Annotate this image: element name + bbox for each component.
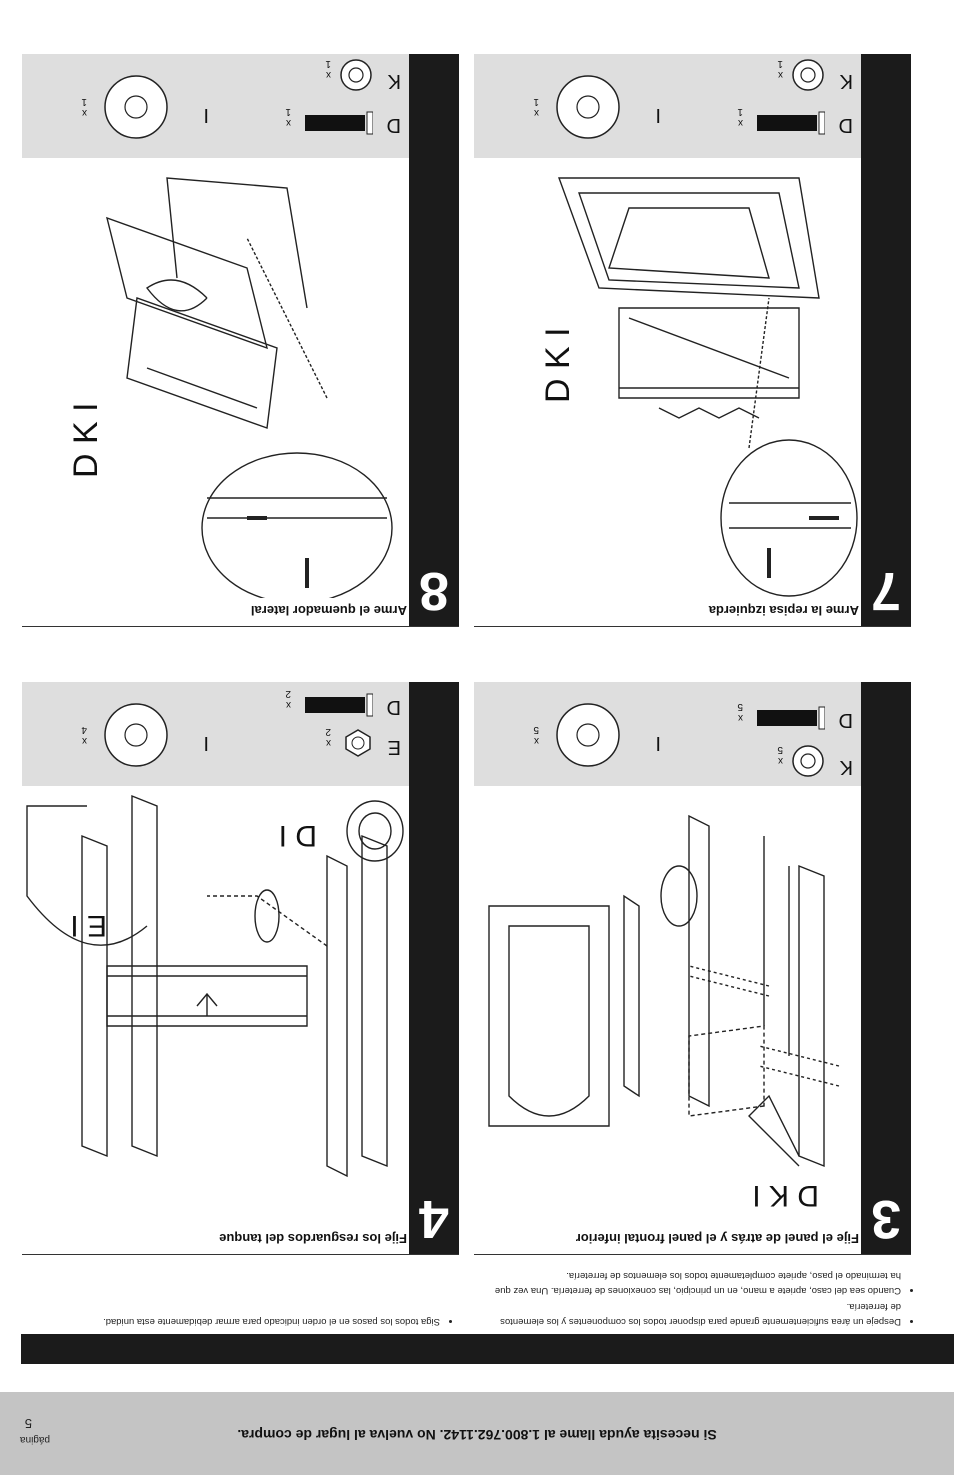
flat-washer-icon	[556, 75, 620, 139]
section-band	[21, 1334, 954, 1364]
flat-washer-icon	[104, 75, 168, 139]
bolt-icon	[305, 111, 373, 135]
bolt-icon	[305, 693, 373, 717]
step-number: 3	[870, 1189, 902, 1249]
step-3-illustration: D K I	[488, 814, 840, 1212]
hex-nut-icon	[345, 729, 371, 757]
part-callout: D I	[279, 819, 317, 852]
flat-washer-icon	[104, 703, 168, 767]
part-callout: D K I	[539, 327, 577, 403]
step-3-panel: 3 Fije el panel de atrás y el panel fron…	[474, 682, 911, 1255]
lock-washer-icon	[792, 59, 824, 91]
lock-washer-icon	[792, 745, 824, 777]
bolt-icon	[757, 111, 825, 135]
step-number: 7	[870, 561, 902, 621]
step-number: 8	[418, 561, 450, 621]
step-7-illustration: D K I	[539, 177, 858, 597]
hardware-strip: E x 2 D x 2 I x 4	[22, 682, 409, 786]
instructions-left: Despeje un área suficientemente grande p…	[493, 1267, 913, 1329]
hardware-strip: D x 1 K x 1 I x 1	[22, 54, 409, 158]
part-callout: E I	[70, 909, 107, 942]
step-4-illustration: D I E I	[26, 794, 404, 1178]
step-number: 4	[418, 1189, 450, 1249]
step-title: Arme la repisa izquierda	[708, 603, 859, 618]
instructions-right: Siga todos los pasos en el orden indicad…	[32, 1313, 452, 1329]
instruction-item: Cuando sea del caso, apriete a mano, en …	[493, 1268, 901, 1298]
help-line: Si necesita ayuda llame al 1.800.762.114…	[237, 1427, 717, 1443]
hardware-strip: K x 5 D x 5 I x 5	[474, 682, 861, 786]
step-title: Arme el quemador lateral	[250, 603, 407, 618]
step-8-panel: 8 Arme el quemador lateral D K I D x 1	[22, 54, 459, 627]
part-callout: D K I	[752, 1179, 819, 1212]
flat-washer-icon	[556, 703, 620, 767]
part-callout: D K I	[67, 402, 105, 478]
step-title: Fije el panel de atrás y el panel fronta…	[575, 1231, 859, 1246]
hardware-strip: D x 1 K x 1 I x 1	[474, 54, 861, 158]
step-7-panel: 7 Arme la repisa izquierda D K I D	[474, 54, 911, 627]
instruction-item: Siga todos los pasos en el orden indicad…	[32, 1314, 440, 1329]
lock-washer-icon	[340, 59, 372, 91]
bolt-icon	[757, 706, 825, 730]
instruction-item: Despeje un área suficientemente grande p…	[493, 1299, 901, 1329]
footer-bar: página 5 Si necesita ayuda llame al 1.80…	[0, 1392, 954, 1475]
step-title: Fije los resguardos del tanque	[219, 1231, 407, 1246]
step-4-panel: 4 Fije los resguardos del tanque D I E I	[22, 682, 459, 1255]
step-8-illustration: D K I	[67, 177, 393, 598]
